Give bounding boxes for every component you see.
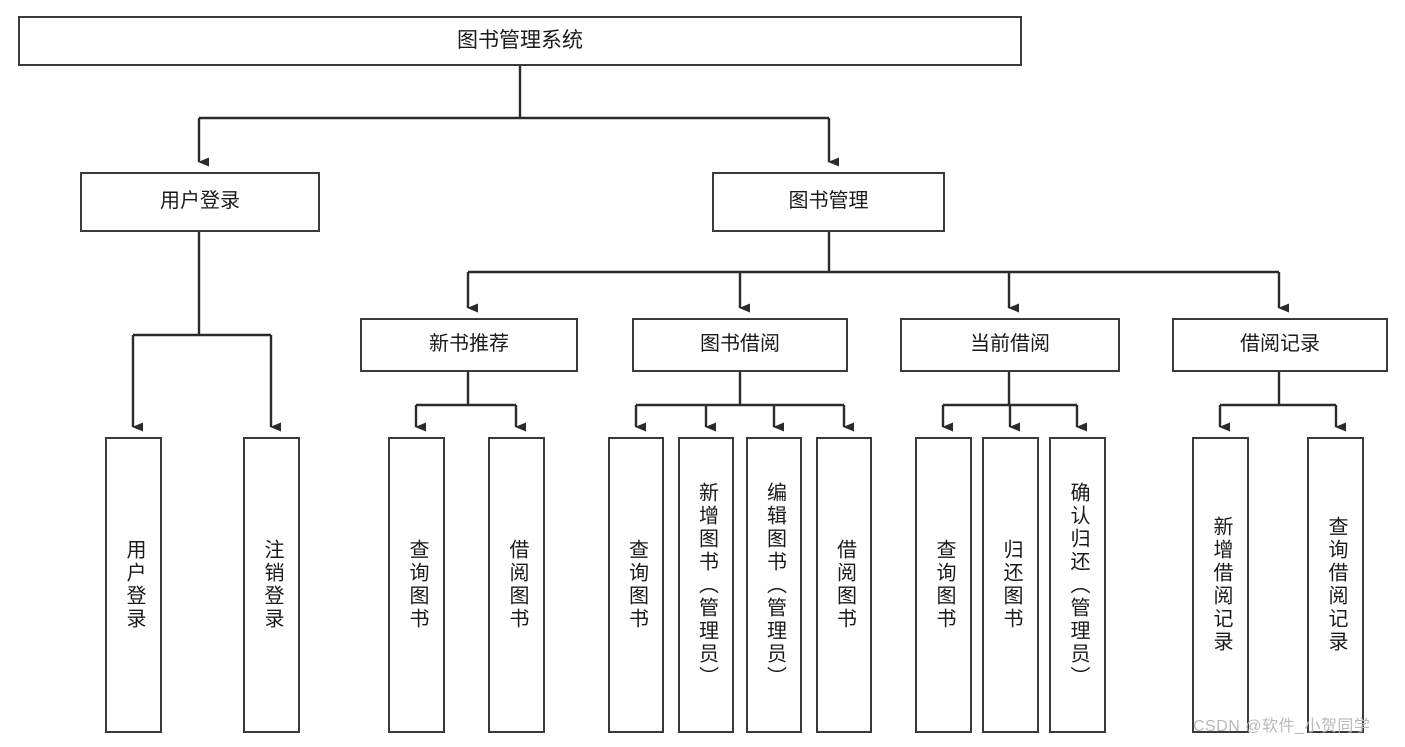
- node-root-label: 图书管理系统: [457, 28, 583, 52]
- node-leaf-add-book[interactable]: 新增图书（管理员）: [678, 437, 734, 733]
- node-leaf-confirm-return[interactable]: 确认归还（管理员）: [1049, 437, 1106, 733]
- node-leaf-query-book-rec[interactable]: 查询图书: [388, 437, 445, 733]
- node-leaf-borrow-book-label: 借阅图书: [833, 539, 856, 631]
- node-leaf-query-record[interactable]: 查询借阅记录: [1307, 437, 1364, 733]
- node-leaf-query-book-current-label: 查询图书: [933, 539, 955, 631]
- node-current-borrow[interactable]: 当前借阅: [900, 318, 1120, 372]
- node-leaf-query-record-label: 查询借阅记录: [1325, 516, 1347, 654]
- node-leaf-return-book-label: 归还图书: [1000, 539, 1022, 631]
- node-leaf-borrow-book[interactable]: 借阅图书: [816, 437, 872, 733]
- node-user-login[interactable]: 用户登录: [80, 172, 320, 232]
- node-new-book-recommend-label: 新书推荐: [429, 333, 509, 356]
- node-leaf-edit-book-label: 编辑图书（管理员）: [763, 481, 786, 689]
- node-leaf-borrow-book-rec-label: 借阅图书: [506, 539, 528, 631]
- node-user-login-label: 用户登录: [160, 190, 240, 213]
- node-leaf-user-login[interactable]: 用户登录: [105, 437, 162, 733]
- node-borrow-record-label: 借阅记录: [1240, 333, 1320, 356]
- node-leaf-edit-book[interactable]: 编辑图书（管理员）: [746, 437, 802, 733]
- node-leaf-query-book-borrow-label: 查询图书: [625, 539, 648, 631]
- node-book-manage[interactable]: 图书管理: [712, 172, 945, 232]
- node-leaf-add-book-label: 新增图书（管理员）: [695, 481, 718, 689]
- node-new-book-recommend[interactable]: 新书推荐: [360, 318, 578, 372]
- node-book-borrow-label: 图书借阅: [700, 333, 780, 356]
- node-leaf-user-login-label: 用户登录: [123, 539, 145, 631]
- node-leaf-query-book-current[interactable]: 查询图书: [915, 437, 972, 733]
- node-book-borrow[interactable]: 图书借阅: [632, 318, 848, 372]
- node-leaf-user-logout[interactable]: 注销登录: [243, 437, 300, 733]
- node-leaf-return-book[interactable]: 归还图书: [982, 437, 1039, 733]
- node-leaf-borrow-book-rec[interactable]: 借阅图书: [488, 437, 545, 733]
- node-current-borrow-label: 当前借阅: [970, 333, 1050, 356]
- node-root[interactable]: 图书管理系统: [18, 16, 1022, 66]
- node-book-manage-label: 图书管理: [788, 190, 869, 213]
- node-leaf-confirm-return-label: 确认归还（管理员）: [1067, 481, 1089, 689]
- node-leaf-user-logout-label: 注销登录: [261, 539, 283, 631]
- node-borrow-record[interactable]: 借阅记录: [1172, 318, 1388, 372]
- node-leaf-query-book-rec-label: 查询图书: [406, 539, 428, 631]
- node-leaf-query-book-borrow[interactable]: 查询图书: [608, 437, 664, 733]
- node-leaf-add-record-label: 新增借阅记录: [1210, 516, 1232, 654]
- node-leaf-add-record[interactable]: 新增借阅记录: [1192, 437, 1249, 733]
